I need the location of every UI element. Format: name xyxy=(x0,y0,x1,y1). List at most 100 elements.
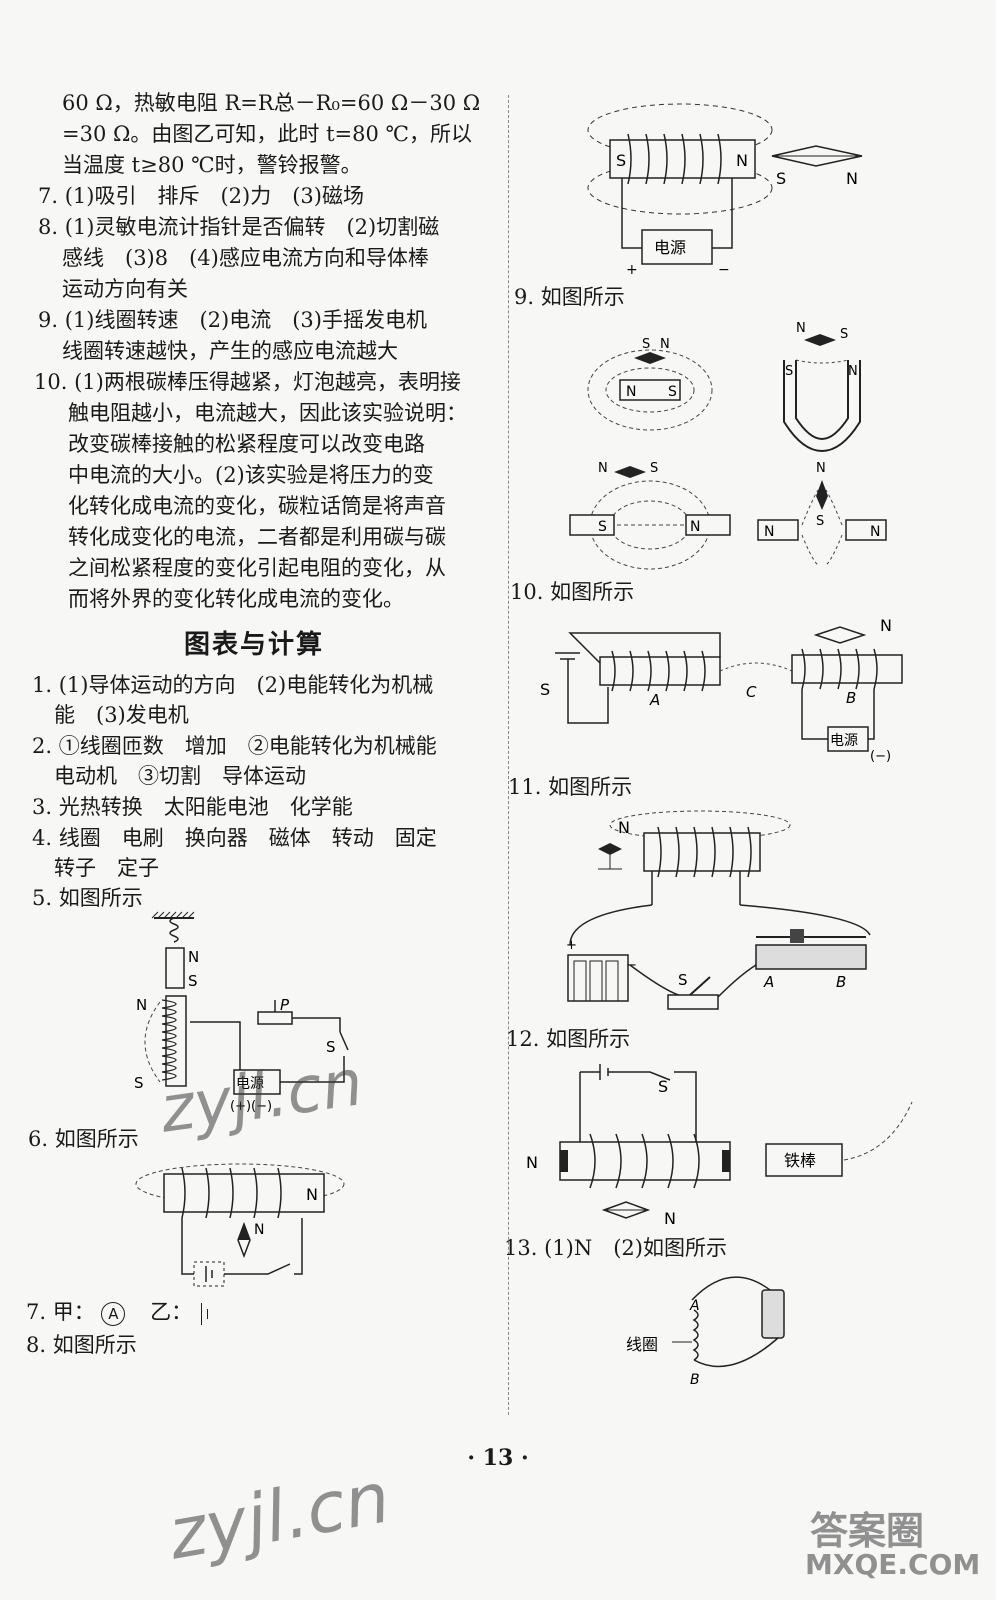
hang-S: S xyxy=(188,972,198,990)
solenoid-core xyxy=(609,139,756,179)
rheostat-B: B xyxy=(836,973,846,991)
iron-rod xyxy=(765,1143,843,1177)
coil-B-core xyxy=(791,654,903,684)
switch-S-12: S xyxy=(658,1077,668,1096)
solenoid-6-figure: N N xyxy=(135,1163,345,1287)
repel-needle-N: N xyxy=(816,461,826,476)
text-line: 化转化成电流的变化，碳粒话筒是将声音 xyxy=(68,494,446,518)
power-label-10: 电源 xyxy=(830,733,858,749)
u-needle-N: N xyxy=(796,321,806,336)
coil-battery-figure: 线圈 A B xyxy=(626,1276,785,1388)
right-item-12: 12. 如图所示 xyxy=(506,1027,631,1051)
chart-item-7: 7. 甲： A 乙： xyxy=(26,1297,209,1327)
text-line: 中电流的大小。(2)该实验是将压力的变 xyxy=(68,463,434,487)
chart-item-8: 8. 如图所示 xyxy=(26,1333,137,1357)
label-B: B xyxy=(846,689,856,707)
needle6-N: N xyxy=(254,1222,264,1238)
hanging-magnet-figure: N S N S P S 电源 (+)(−) xyxy=(134,911,349,1114)
text-line: 之间松紧程度的变化引起电阻的变化，从 xyxy=(68,556,446,580)
item7-label-b: 乙： xyxy=(150,1300,193,1324)
pole-N: N xyxy=(736,151,748,170)
minus-label: − xyxy=(718,262,730,278)
solenoid6-N: N xyxy=(306,1185,318,1204)
attract-needle-N: N xyxy=(598,461,608,476)
needle-N-12: N xyxy=(664,1209,676,1228)
coil-label: 线圈 xyxy=(626,1335,658,1354)
electromagnet-circuit-figure: N + − S A B xyxy=(566,810,871,1010)
column-divider xyxy=(508,95,509,1415)
text-line: 能 (3)发电机 xyxy=(54,703,189,727)
right-item-13: 13. (1)N (2)如图所示 xyxy=(504,1236,727,1260)
chart-item-5: 5. 如图所示 xyxy=(32,886,143,910)
answer-7: 7. (1)吸引 排斥 (2)力 (3)磁场 xyxy=(38,184,364,208)
rheostat xyxy=(755,929,867,970)
iron-rod-label: 铁棒 xyxy=(784,1151,816,1170)
battery-cell xyxy=(761,1289,785,1339)
chart-item-3: 3. 光热转换 太阳能电池 化学能 xyxy=(32,795,353,819)
magnet-fields-figure: N S S N S N N S S N N S N N N S xyxy=(569,321,887,570)
bar-magnet-field: N S S N xyxy=(587,337,713,431)
two-magnets-attract: S N N S xyxy=(569,461,731,570)
watermark-bottom: zyjl.cn xyxy=(162,1456,396,1576)
watermark-corner-top: 答案圈 xyxy=(810,1509,925,1553)
rheostat-A: A xyxy=(763,973,774,991)
repel-needle-S: S xyxy=(816,514,824,529)
text-line: 触电阻越小，电流越大，因此该实验说明： xyxy=(68,401,467,425)
text-line: 60 Ω，热敏电阻 R=R总－R₀=60 Ω－30 Ω xyxy=(62,91,481,115)
power-source xyxy=(641,229,713,265)
attract-S: S xyxy=(598,519,607,535)
coil-B: B xyxy=(690,1372,700,1388)
chart-item-2: 2. ①线圈匝数 增加 ②电能转化为机械能 xyxy=(32,734,437,758)
iron-rod-figure: S N 铁棒 N xyxy=(526,1064,913,1228)
bar-N: N xyxy=(626,384,636,400)
compass-needle-10 xyxy=(813,626,867,644)
section-title: 图表与计算 xyxy=(184,630,325,660)
pole-S: S xyxy=(616,151,626,170)
neg-label-10: (−) xyxy=(870,749,891,764)
label-N-10: N xyxy=(880,616,892,635)
answer-9: 9. (1)线圈转速 (2)电流 (3)手摇发电机 xyxy=(38,308,427,332)
rod-magnet xyxy=(559,1141,731,1181)
text-line: 当温度 t≥80 ℃时，警铃报警。 xyxy=(62,153,362,177)
ammeter-symbol: A xyxy=(101,1302,126,1326)
attract-N: N xyxy=(690,519,700,535)
text-line: 感线 (3)8 (4)感应电流方向和导体棒 xyxy=(62,246,429,270)
u-N: N xyxy=(848,364,858,379)
coil-A-core xyxy=(599,656,721,686)
answer-10: 10. (1)两根碳棒压得越紧，灯泡越亮，表明接 xyxy=(34,370,461,394)
right-item-10: 10. 如图所示 xyxy=(510,580,635,604)
text-line: 运动方向有关 xyxy=(62,277,188,301)
battery-symbol xyxy=(199,1302,209,1325)
battery-plus: + xyxy=(566,938,577,953)
coil-S-5: S xyxy=(134,1074,144,1092)
label-P: P xyxy=(280,996,290,1014)
text-line: 转子 定子 xyxy=(54,856,159,880)
plus-label: + xyxy=(626,262,638,278)
text-line: 电动机 ③切割 导体运动 xyxy=(54,764,306,788)
text-line: 线圈转速越快，产生的感应电流越大 xyxy=(62,339,398,363)
compass-S: S xyxy=(776,169,786,188)
label-C: C xyxy=(746,683,757,701)
u-needle-S: S xyxy=(840,327,848,342)
switch-S-5: S xyxy=(326,1038,336,1056)
compass-N: N xyxy=(846,169,858,188)
answer-8: 8. (1)灵敏电流计指针是否偏转 (2)切割磁 xyxy=(38,215,440,239)
two-magnets-repel: N N N S xyxy=(757,461,887,566)
text-line: 转化成变化的电流，二者都是利用碳与碳 xyxy=(68,525,446,549)
right-item-9: 9. 如图所示 xyxy=(514,285,625,309)
switch-S: S xyxy=(540,680,550,699)
label-N-12: N xyxy=(526,1153,538,1172)
chart-item-1: 1. (1)导体运动的方向 (2)电能转化为机械 xyxy=(32,673,434,697)
attract-needle-S: S xyxy=(650,461,658,476)
coil-A: A xyxy=(689,1298,700,1314)
needle-S: S xyxy=(642,337,650,352)
watermark-corner-bottom: MXQE.COM xyxy=(805,1548,981,1581)
u-S: S xyxy=(785,364,793,379)
knife-switch xyxy=(667,994,719,1010)
repel-N1: N xyxy=(764,524,774,540)
two-coils-figure: S A C B N 电源 (−) xyxy=(540,616,903,764)
text-line: =30 Ω。由图乙可知，此时 t=80 ℃，所以 xyxy=(62,122,473,146)
pm-label-5: (+)(−) xyxy=(230,1099,272,1114)
solenoid-compass-figure: S N 电源 + − S N xyxy=(587,103,863,278)
text-line: 改变碳棒接触的松紧程度可以改变电路 xyxy=(68,432,425,456)
